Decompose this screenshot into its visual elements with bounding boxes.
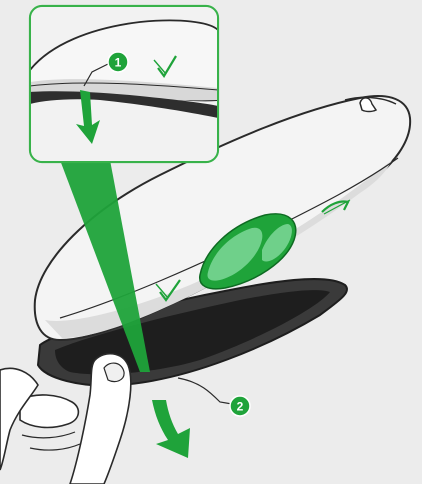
- thumbnail: [104, 363, 124, 382]
- callout-2-label: 2: [237, 400, 244, 414]
- zoom-inset: [30, 6, 218, 162]
- callout-badge-2: 2: [230, 396, 250, 416]
- callout-badge-1: 1: [108, 52, 128, 72]
- callout-1-label: 1: [115, 56, 122, 70]
